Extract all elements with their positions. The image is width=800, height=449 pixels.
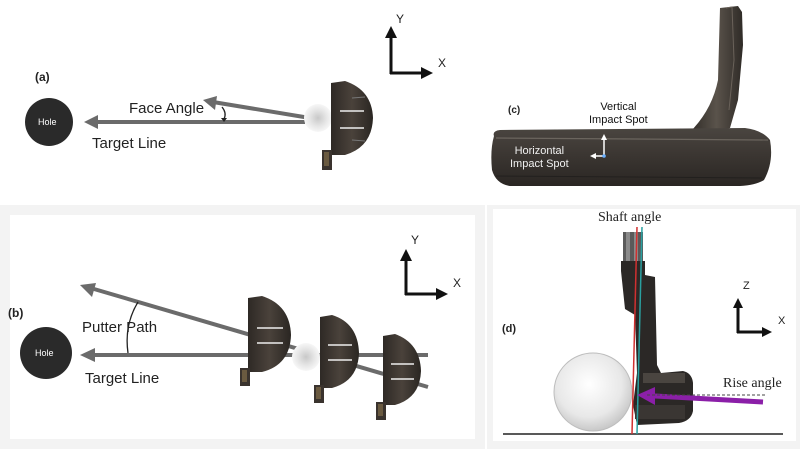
hole-icon	[25, 98, 73, 146]
golf-ball	[292, 343, 320, 371]
putter-path-label: Putter Path	[82, 319, 158, 336]
panel-d-shaft-rise-angle: (d) Shaft angle Rise angle Z X	[487, 205, 800, 449]
hole-label: Hole	[35, 348, 54, 358]
putter-head-3	[376, 334, 421, 420]
face-angle-label: Face Angle	[129, 100, 205, 117]
vertical-impact-spot-line1: Vertical	[600, 101, 637, 113]
panel-d-tag: (d)	[502, 323, 517, 335]
horizontal-impact-spot-line1: Horizontal	[514, 145, 565, 157]
face-angle-line	[212, 100, 311, 120]
axes-xz-icon	[733, 298, 772, 337]
axes-xy-icon	[385, 26, 433, 79]
axis-z-label: Z	[743, 280, 750, 292]
panel-c-impact-spot: (c) Vertical Impact Spot Horizontal Impa…	[480, 0, 800, 200]
panel-a-drawing	[25, 26, 433, 170]
vertical-impact-spot-line2: Impact Spot	[589, 114, 648, 126]
panel-d-drawing	[503, 226, 783, 435]
axes-xy-icon	[400, 249, 448, 300]
shaft-line-red	[631, 226, 638, 435]
horizontal-impact-spot-line2: Impact Spot	[510, 158, 569, 170]
shaft-angle-label: Shaft angle	[598, 210, 662, 225]
putter-head-1	[240, 296, 291, 386]
hole-icon	[20, 327, 72, 379]
putter-head-2	[314, 315, 359, 403]
axis-x-label: X	[778, 315, 786, 327]
panel-b-tag: (b)	[8, 306, 24, 320]
hole-label: Hole	[38, 117, 57, 127]
face-angle-arc	[221, 106, 226, 120]
axis-x-label: X	[438, 56, 447, 70]
panel-a-face-angle: (a) Hole Face Angle Target Line Y X	[0, 0, 480, 200]
panel-c-drawing	[491, 6, 772, 186]
panel-b-drawing	[20, 249, 448, 420]
target-line-label: Target Line	[92, 135, 167, 152]
golf-ball-side	[553, 352, 633, 432]
rise-angle-label: Rise angle	[723, 376, 782, 391]
panel-a-tag: (a)	[35, 70, 50, 84]
horizontal-impact-spot-label: Horizontal Impact Spot	[510, 145, 569, 171]
blade-putter	[491, 6, 772, 186]
putter-head	[322, 81, 373, 170]
panel-b-putter-path: (b) Hole Putter Path Target Line Y X	[0, 205, 485, 449]
putter-path-arc	[126, 301, 139, 354]
putter-side-view	[621, 232, 693, 425]
vertical-impact-spot-label: Vertical Impact Spot	[589, 101, 648, 127]
golf-ball	[304, 104, 332, 132]
axis-y-label: Y	[411, 233, 420, 247]
rise-angle-arrow	[654, 393, 764, 405]
shaft-line-teal	[636, 226, 643, 435]
axis-x-label: X	[453, 276, 462, 290]
axis-y-label: Y	[396, 12, 405, 26]
panel-c-tag: (c)	[508, 105, 521, 116]
target-line-label: Target Line	[85, 370, 160, 387]
